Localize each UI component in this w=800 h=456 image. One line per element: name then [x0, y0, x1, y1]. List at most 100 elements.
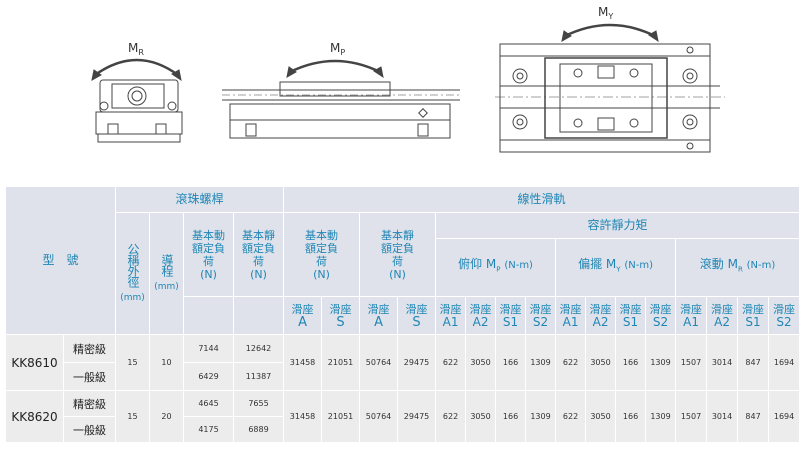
mp-s2-cell: 1309 — [525, 390, 557, 443]
slider-label: 滑座 — [329, 302, 352, 316]
linear-guide-header: 線性滑軌 — [283, 186, 800, 213]
slider-a-label: A — [298, 314, 307, 330]
mr-sub: R — [138, 48, 144, 57]
mp-label: M — [330, 41, 340, 55]
dyn-cell: 4175 — [183, 416, 235, 443]
slider-code: S1 — [502, 314, 519, 329]
mr-s2-cell: 1694 — [768, 334, 800, 391]
mp-s1-cell: 166 — [495, 334, 527, 391]
static-cell: 11387 — [233, 362, 285, 391]
mr-s1-cell: 847 — [737, 390, 770, 443]
svg-text:MP: MP — [330, 41, 345, 57]
blank-dyn-cell — [183, 296, 235, 335]
od-cell: 15 — [115, 390, 151, 443]
slider-code: S1 — [622, 314, 639, 329]
slider-code: S1 — [745, 314, 761, 329]
rail-dyn-label: 基本動額定負荷 — [305, 228, 339, 268]
yaw-sub: Y — [616, 265, 621, 274]
slider-code: A1 — [442, 314, 459, 329]
slider-label: 滑座 — [439, 302, 462, 316]
rail-static-header: 基本靜額定負荷 (N) — [359, 212, 437, 297]
od-cell: 15 — [115, 334, 151, 391]
grade-cell: 一般級 — [62, 362, 117, 391]
svg-text:MY: MY — [598, 5, 613, 21]
my-s1-cell: 166 — [615, 390, 647, 443]
slider-a-label: A — [374, 314, 383, 330]
pitch-unit: (N-m) — [504, 260, 533, 272]
static-cell: 12642 — [233, 334, 285, 363]
dyn-load-unit: (N) — [200, 267, 217, 281]
mp-a2-cell: 3050 — [465, 334, 497, 391]
mp-a1-cell: 622 — [435, 390, 467, 443]
slider-label: 滑座 — [773, 302, 796, 316]
mp-a1-cell: 622 — [435, 334, 467, 391]
roll-moment-diagram — [91, 58, 183, 143]
slider-code: S2 — [532, 314, 549, 329]
slider-label: 滑座 — [711, 302, 734, 316]
grade-cell: 一般級 — [62, 416, 117, 443]
screw-od-label: 公稱外徑 — [126, 242, 141, 287]
dyn-cell: 7144 — [183, 334, 235, 363]
slider-label: 滑座 — [367, 302, 390, 316]
grade-cell: 精密級 — [62, 390, 117, 417]
roll-sub: R — [737, 265, 743, 274]
slider-s-label: S — [336, 314, 345, 330]
my-a2-cell: 3050 — [585, 334, 617, 391]
my-sub: Y — [607, 12, 613, 21]
rail-st-a-cell: 50764 — [359, 334, 399, 391]
my-a1-cell: 622 — [555, 334, 587, 391]
mp-sub: P — [340, 48, 345, 57]
mr-a2-cell: 3014 — [706, 334, 739, 391]
lead-unit: (mm) — [154, 281, 179, 292]
pitch-header: 俯仰 MP (N-m) — [435, 238, 557, 297]
slider-label: 滑座 — [619, 302, 642, 316]
yaw-moment-diagram — [495, 23, 725, 153]
my-a2-cell: 3050 — [585, 390, 617, 443]
table-row: 一般級 4175 6889 — [6, 416, 800, 443]
model-cell: KK8620 — [5, 390, 64, 443]
rail-dyn-unit: (N) — [313, 267, 330, 281]
lead-cell: 10 — [149, 334, 185, 391]
slider-label: 滑座 — [529, 302, 552, 316]
model-cell: KK8610 — [5, 334, 64, 391]
spec-table: 型 號 滾珠螺桿 線性滑軌 公稱外徑 (mm) 導程 (mm) 基本動額定負荷 … — [4, 186, 800, 443]
slider-code: A1 — [683, 314, 699, 329]
slider-label: 滑座 — [291, 302, 314, 316]
dyn-load-label: 基本動額定負荷 — [192, 228, 226, 268]
static-load-label: 基本靜額定負荷 — [242, 228, 276, 268]
static-load-header: 基本靜額定負荷 (N) — [233, 212, 285, 297]
rail-st-s-cell: 29475 — [397, 334, 437, 391]
moment-diagrams: MR MP — [91, 5, 725, 153]
slider-label: 滑座 — [589, 302, 612, 316]
slider-code: S2 — [776, 314, 792, 329]
mr-label: M — [128, 41, 138, 55]
slider-code: A2 — [472, 314, 489, 329]
mr-a1-cell: 1507 — [675, 390, 708, 443]
my-s2-cell: 1309 — [645, 390, 677, 443]
svg-text:MR: MR — [128, 41, 144, 57]
my-s2-cell: 1309 — [645, 334, 677, 391]
lead-label: 導程 — [160, 253, 175, 276]
mr-s2-cell: 1694 — [768, 390, 800, 443]
mr-a1-cell: 1507 — [675, 334, 708, 391]
slider-label: 滑座 — [405, 302, 428, 316]
static-cell: 6889 — [233, 416, 285, 443]
roll-unit: (N-m) — [746, 260, 776, 272]
yaw-label: 偏擺 M — [578, 257, 617, 272]
rail-dyn-s-cell: 21051 — [321, 334, 361, 391]
table-row: KK8620 精密級 15 20 4645 7655 31458 21051 5… — [5, 390, 800, 443]
pitch-label: 俯仰 M — [458, 257, 497, 272]
my-s1-cell: 166 — [615, 334, 647, 391]
mp-a2-cell: 3050 — [465, 390, 497, 443]
screw-od-unit: (mm) — [120, 292, 145, 303]
